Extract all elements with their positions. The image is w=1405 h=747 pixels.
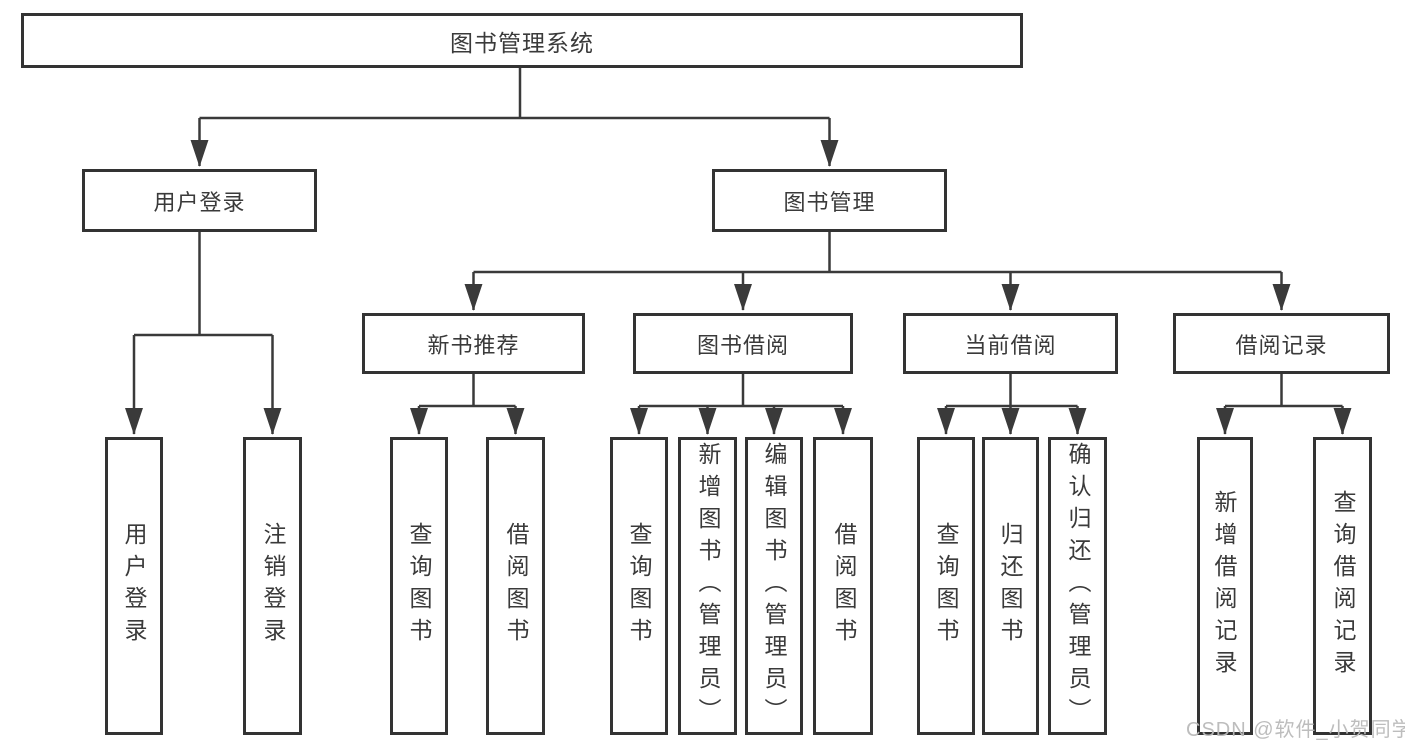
- connector-user-login-to-leaves: [125, 232, 282, 435]
- leaf-record-add: 新增借阅记录: [1197, 437, 1253, 735]
- leaf-newbook-query: 查询图书: [390, 437, 448, 735]
- node-book-management: 图书管理: [712, 169, 947, 232]
- connector-root-to-level2: [190, 68, 839, 167]
- node-user-login: 用户登录: [82, 169, 317, 232]
- connector-new-book-to-leaves: [410, 374, 525, 435]
- leaf-current-query: 查询图书: [917, 437, 975, 735]
- leaf-newbook-borrow: 借阅图书: [486, 437, 545, 735]
- leaf-borrow-edit-book: 编辑图书（管理员）: [745, 437, 803, 735]
- leaf-borrow-add-book: 新增图书（管理员）: [678, 437, 737, 735]
- connector-borrow-record-to-leaves: [1216, 374, 1352, 435]
- connector-book-mgmt-to-level3: [464, 232, 1291, 311]
- node-new-book-recommend: 新书推荐: [362, 313, 585, 374]
- watermark: CSDN @软件_小贺同学: [1186, 719, 1405, 741]
- node-borrow-record: 借阅记录: [1173, 313, 1390, 374]
- node-current-borrow: 当前借阅: [903, 313, 1118, 374]
- node-root: 图书管理系统: [21, 13, 1023, 68]
- connector-current-borrow-to-leaves: [937, 374, 1087, 435]
- connector-book-borrow-to-leaves: [630, 374, 852, 435]
- leaf-borrow-borrow-book: 借阅图书: [813, 437, 873, 735]
- leaf-current-confirm-return: 确认归还（管理员）: [1048, 437, 1107, 735]
- leaf-user-login: 用户登录: [105, 437, 163, 735]
- leaf-logout: 注销登录: [243, 437, 302, 735]
- leaf-record-query: 查询借阅记录: [1313, 437, 1372, 735]
- leaf-borrow-query: 查询图书: [610, 437, 668, 735]
- leaf-current-return: 归还图书: [982, 437, 1039, 735]
- node-book-borrow: 图书借阅: [633, 313, 853, 374]
